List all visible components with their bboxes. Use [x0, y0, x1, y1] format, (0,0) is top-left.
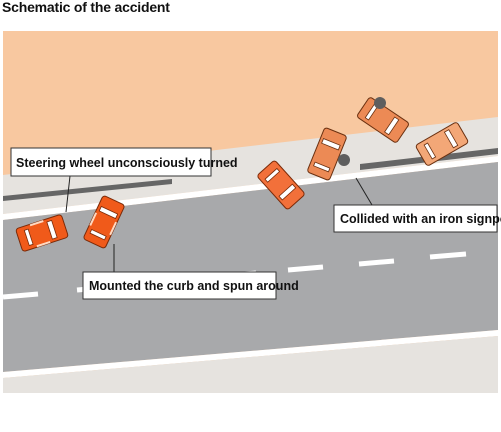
car-4: [307, 127, 347, 181]
sidewalk-lower: [3, 336, 498, 393]
curb-lower: [3, 330, 498, 378]
car-6-rear-window: [423, 142, 437, 160]
car-3-windshield: [278, 183, 297, 201]
curb-upper: [3, 156, 498, 220]
callout-curb-box: [82, 271, 277, 300]
callout-signpost-leader: [355, 177, 373, 206]
car-5: [357, 97, 409, 143]
iron-signpost-2: [374, 97, 386, 109]
callout-curb-text: Mounted the curb and spun around: [89, 279, 299, 293]
guard-rail-left: [3, 179, 172, 201]
callout-steering-box: [10, 147, 212, 177]
car-5-windshield: [384, 116, 400, 136]
car-2: [83, 195, 125, 249]
car-1-windshield: [46, 219, 58, 240]
car-6: [415, 122, 469, 166]
sidewalk-upper: [3, 117, 498, 214]
car-3-rear-window: [264, 167, 281, 183]
callout-steering-leader: [65, 175, 71, 213]
iron-signpost-1: [338, 154, 350, 166]
car-1-rear-window: [23, 228, 34, 247]
callout-signpost-box: [333, 204, 498, 233]
callout-steering-text: Steering wheel unconsciously turned: [16, 156, 238, 170]
car-3: [257, 160, 305, 210]
car-4-windshield: [321, 138, 341, 151]
car-2-windshield: [98, 205, 119, 220]
page-title: Schematic of the accident: [2, 0, 170, 15]
car-1: [15, 214, 69, 252]
callout-signpost-text: Collided with an iron signpost: [340, 212, 501, 226]
car-4-rear-window: [313, 161, 331, 173]
car-6-windshield: [443, 129, 459, 149]
car-2-rear-window: [89, 228, 107, 241]
